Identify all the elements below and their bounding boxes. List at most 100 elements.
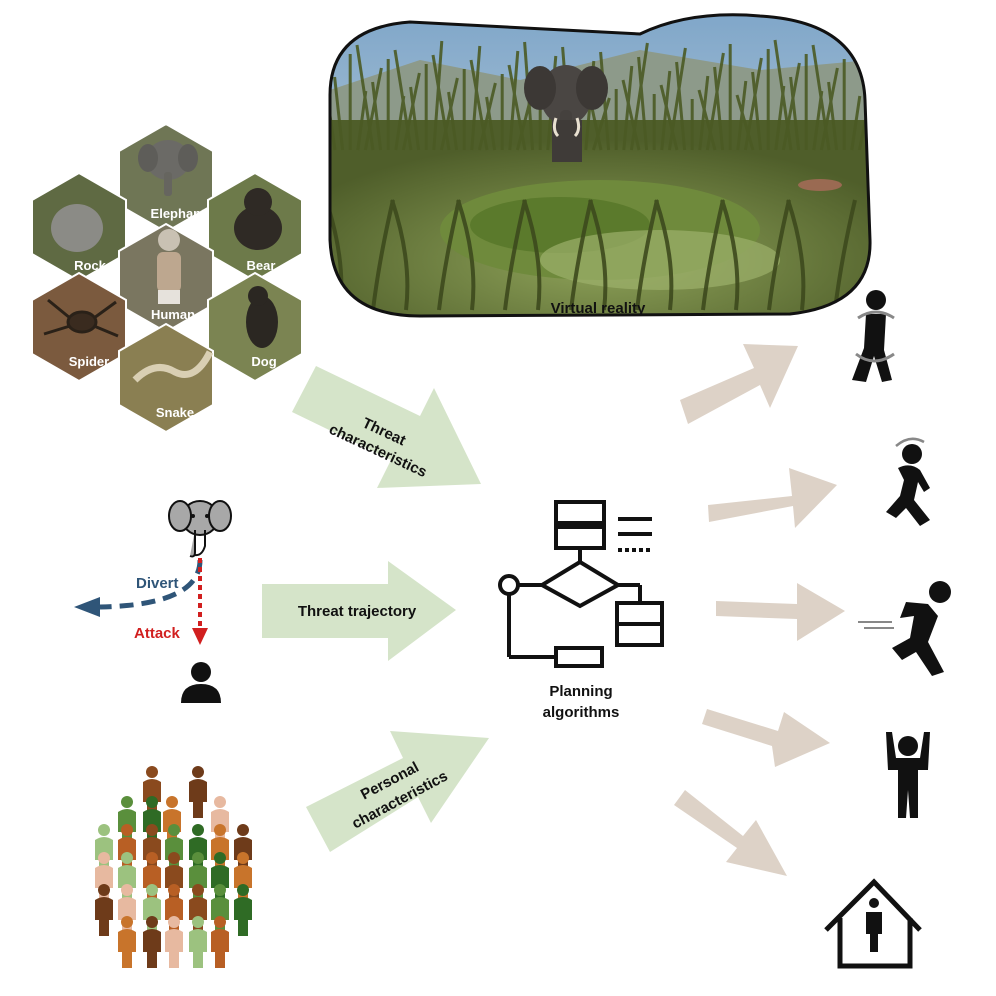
crowd-person-body xyxy=(234,897,252,936)
output-arrow-4 xyxy=(702,709,830,767)
planning-label-line1: Planning xyxy=(549,683,612,700)
crowd-person-head xyxy=(168,884,180,896)
crowd-person-body xyxy=(211,929,229,968)
crowd-person-head xyxy=(98,884,110,896)
vr-grass-blade xyxy=(431,54,451,151)
elephant-icon xyxy=(168,500,232,558)
turn-around-icon xyxy=(852,290,895,382)
vr-grass-blade xyxy=(789,76,801,151)
vr-grass-blade xyxy=(507,64,527,151)
vr-grass-blade xyxy=(485,96,497,151)
vr-grass-blade xyxy=(591,97,611,151)
output-arrow-1 xyxy=(680,344,798,424)
run-icon xyxy=(858,581,951,676)
vr-grass-blade xyxy=(819,67,839,151)
vr-grass-blade xyxy=(635,199,659,311)
crowd-person-body xyxy=(189,779,207,818)
crowd-person-head xyxy=(237,824,249,836)
hex-label-rock: Rock xyxy=(74,258,107,273)
vr-grass-blade xyxy=(720,199,740,311)
hex-bear-creature xyxy=(234,188,282,250)
vr-grass-blade xyxy=(371,81,383,151)
crowd-person xyxy=(118,884,136,936)
vr-grass-blade xyxy=(743,57,763,151)
vr-grass-blade xyxy=(659,84,679,151)
divert-label: Divert xyxy=(136,575,179,592)
arms-raised-icon xyxy=(886,732,930,818)
crowd-person-head xyxy=(214,824,226,836)
vr-grass-blade xyxy=(751,71,763,151)
vr-grass-blade xyxy=(654,199,674,311)
crowd-person-head xyxy=(98,824,110,836)
crowd-person-head xyxy=(168,852,180,864)
crowd-person-head xyxy=(146,796,158,808)
crowd-person-body xyxy=(189,929,207,968)
crowd-person xyxy=(143,884,161,936)
hex-dog-creature xyxy=(246,286,278,348)
threat-hex-grid: Elephant Rock Bear Human Spider Dog Snak… xyxy=(31,122,303,434)
crowd-person xyxy=(189,884,207,936)
crowd-person-head xyxy=(121,796,133,808)
hex-label-spider: Spider xyxy=(69,354,109,369)
arrow-threat-characteristics xyxy=(292,366,481,488)
crowd-person-head xyxy=(192,916,204,928)
vr-grass-blade xyxy=(447,91,459,151)
vr-grass-blade xyxy=(470,45,482,151)
crowd-person-head xyxy=(146,824,158,836)
crowd-person xyxy=(143,916,161,968)
vr-grass-blade xyxy=(371,199,395,311)
crowd-person-head xyxy=(214,916,226,928)
output-arrow-2 xyxy=(708,468,837,528)
crowd-person-body xyxy=(118,929,136,968)
crowd-person-head xyxy=(121,824,133,836)
vr-grass-blade xyxy=(629,42,649,151)
flowchart-icon xyxy=(498,500,664,668)
vr-grass-blade xyxy=(786,199,806,311)
vr-grass-blade xyxy=(701,199,725,311)
hex-label-human: Human xyxy=(151,307,195,322)
look-back-icon xyxy=(886,437,930,526)
attack-arrowhead xyxy=(192,628,208,645)
crowd-person-body xyxy=(143,929,161,968)
vr-grass-blade xyxy=(675,61,687,151)
hex-snake-creature xyxy=(132,350,214,383)
crowd-person-head xyxy=(192,884,204,896)
vr-grass-blade xyxy=(437,199,461,311)
hex-label-bear: Bear xyxy=(247,258,276,273)
arrow-personal-characteristics xyxy=(306,731,489,852)
crowd-person xyxy=(189,916,207,968)
vr-grass-blade xyxy=(767,199,791,311)
vr-grass-blade xyxy=(735,94,755,151)
vr-grass-blade xyxy=(773,39,793,151)
vr-grass-blade xyxy=(827,81,839,151)
vr-grass-blade xyxy=(705,52,725,151)
crowd-person xyxy=(165,916,183,968)
vr-grass-blade xyxy=(355,44,375,151)
vr-grass-blade xyxy=(439,77,459,151)
crowd-person-head xyxy=(237,884,249,896)
vr-grass-blade xyxy=(588,199,608,311)
vr-elephant xyxy=(524,65,608,162)
planning-label-line2: algorithms xyxy=(543,704,620,721)
vr-grass-blade xyxy=(569,199,593,311)
arrow-label-trajectory: Threat trajectory xyxy=(298,603,417,620)
crowd-person xyxy=(211,916,229,968)
attack-label: Attack xyxy=(134,625,181,642)
crowd-person-head xyxy=(237,852,249,864)
vr-grass-blade xyxy=(390,199,410,311)
vr-grass-blade xyxy=(363,67,383,151)
crowd-person xyxy=(165,884,183,936)
vr-scene: Virtual reality xyxy=(328,13,872,318)
crowd-person-head xyxy=(214,796,226,808)
vr-grass-blade xyxy=(697,89,717,151)
vr-grass-blade xyxy=(469,59,489,151)
crowd-person-head xyxy=(168,916,180,928)
hex-label-dog: Dog xyxy=(251,354,276,369)
crowd-icon xyxy=(95,766,252,968)
hex-elephant-creature xyxy=(138,140,198,196)
hex-human-creature xyxy=(157,229,181,304)
crowd-person-body xyxy=(95,897,113,936)
crowd-person-body xyxy=(165,929,183,968)
vr-grass-blade xyxy=(833,199,857,311)
